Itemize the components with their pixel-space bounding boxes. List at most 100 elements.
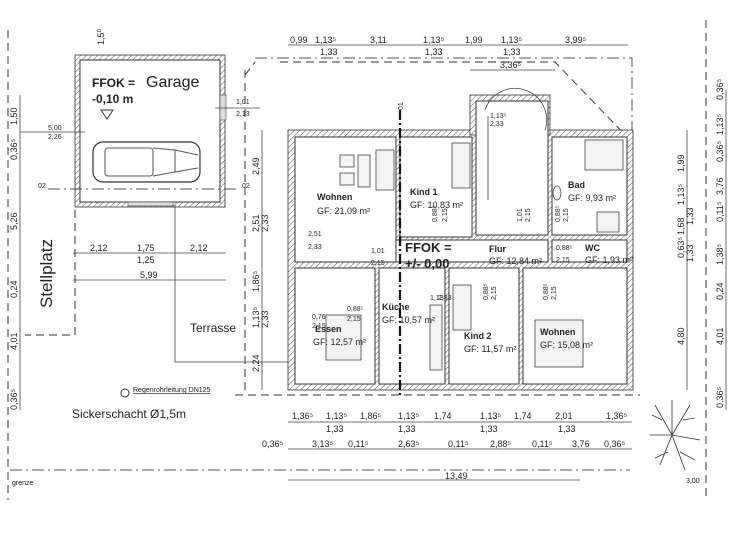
dim-label: 1,13⁵ [251, 306, 261, 328]
tree-size: 3,00 [686, 478, 700, 485]
room-name: Wohnen [317, 192, 352, 202]
dim-label: 1,33 [326, 424, 344, 434]
dim-label: 1,33 [425, 47, 443, 57]
opening-dim: 0,88⁵ [483, 283, 490, 300]
terrace-label: Terrasse [190, 321, 236, 335]
room-area: GF: 15,08 m² [540, 340, 593, 350]
opening-dim: 2,15 [371, 260, 385, 267]
dim-label: 1,33 [503, 47, 521, 57]
room-name: Küche [382, 302, 410, 312]
opening-dim: 1,01 [371, 248, 385, 255]
dim-label: 2,24 [251, 354, 261, 372]
dim-total: 13,49 [445, 471, 468, 481]
parking-dim: 5,99 [140, 270, 158, 280]
room-name: Wohnen [540, 327, 575, 337]
garage-door-height: 2,13 [236, 111, 250, 118]
notes: Regenrohrleitung DN125 Sickerschacht Ø1,… [12, 387, 701, 487]
dim-label: 0,24 [715, 282, 725, 300]
opening-dim: 2,15 [347, 316, 361, 323]
dim-label: 0,36⁵ [9, 388, 19, 410]
dim-label: 3,13⁵ [312, 439, 334, 449]
dim-label: 1,99 [465, 35, 483, 45]
opening-dim: 0,88⁵ [432, 205, 439, 222]
dim-label: 4,80 [676, 327, 686, 345]
section-mark-right: 02 [242, 183, 250, 190]
room-area: GF: 11,57 m² [464, 344, 516, 354]
dim-label: 1,33 [685, 207, 695, 225]
opening-dim: 2,33 [438, 295, 452, 302]
dim-label: 1,74 [434, 411, 452, 421]
parking-dim: 1,25 [137, 255, 155, 265]
parking-label: Stellplatz [37, 239, 56, 308]
dim-label: 1,74 [514, 411, 532, 421]
room-area: GF: 21,09 m² [317, 206, 370, 216]
dim-label: 2,49 [251, 157, 261, 175]
dim-label: 1,13⁵ [398, 411, 420, 421]
dims-top: 0,99 1,13⁵ 1,33 3,11 1,13⁵ 1,33 1,99 1,1… [288, 35, 628, 71]
dim-label: 1,13⁵ [423, 35, 445, 45]
opening-dim: 2,33 [490, 121, 504, 128]
opening-dim: 0,88⁵ [347, 306, 364, 313]
dim-label: 1,13⁵ [315, 35, 337, 45]
dim-label: 1,36⁵ [292, 411, 314, 421]
dim-label: 2,33 [260, 310, 270, 328]
dim-label: 0,36⁵ [604, 439, 626, 449]
opening-dim: 0,88⁵ [543, 283, 550, 300]
ffok-main-label: FFOK = [405, 240, 452, 255]
dim-label: 0,99 [290, 35, 308, 45]
dim-label: 3,76 [715, 177, 725, 195]
dim-label: 2,88⁵ [490, 439, 512, 449]
dim-label: 0,63⁵ [676, 236, 686, 258]
dim-label: 1,33 [320, 47, 338, 57]
dim-label: 1,13⁵ [480, 411, 502, 421]
room-area: GF: 1,93 m² [585, 255, 633, 265]
dim-label: 2,01 [555, 411, 573, 421]
room-labels: Wohnen GF: 21,09 m² Kind 1 GF: 10,83 m² … [313, 180, 633, 354]
garage-ffok: FFOK = [92, 76, 135, 90]
dim-label: 1,86⁵ [360, 411, 382, 421]
opening-dim: 2,33 [308, 244, 322, 251]
garage-door-width: 1,01 [236, 99, 250, 106]
room-name: Kind 1 [410, 187, 438, 197]
dim-label: 1,50 [9, 107, 19, 125]
dim-label: 1,13⁵ [676, 183, 686, 205]
opening-dim: 0,88⁵ [555, 205, 562, 222]
dim-label: 1,13⁵ [501, 35, 523, 45]
dim-label: 1,13⁵ [326, 411, 348, 421]
rain-pipe-icon [120, 388, 130, 398]
dim-label: 3,36⁵ [500, 60, 522, 70]
dim-label: 0,11⁵ [715, 201, 725, 222]
opening-dim: 1,13⁵ [490, 113, 507, 120]
house: 01 [287, 87, 634, 395]
ffok-main-level: +/- 0,00 [405, 256, 449, 271]
garage-dim-a: 5,00 [48, 125, 62, 132]
opening-dim: 0,76 [312, 314, 326, 321]
room-name: WC [585, 243, 600, 253]
opening-dim: 2,15 [312, 323, 326, 330]
dim-label: 0,36⁵ [262, 439, 284, 449]
room-area: GF: 10,83 m² [410, 200, 463, 210]
dim-label: 2,63⁵ [398, 439, 420, 449]
room-name: Essen [315, 324, 342, 334]
dim-label: 1,33 [685, 244, 695, 262]
room-area: GF: 12,57 m² [313, 337, 366, 347]
dim-label: 4,01 [715, 327, 725, 345]
garage-side-door [219, 94, 227, 121]
garage: FFOK = Garage -0,10 m 02 02 1,01 2,13 5,… [20, 54, 260, 208]
dim-label: 0,11⁵ [532, 439, 553, 449]
dim-label: 0,24 [9, 280, 19, 298]
room-name: Flur [489, 244, 506, 254]
dim-label: 0,36⁵ [715, 78, 725, 100]
dim-label: 5,26 [9, 212, 19, 230]
garage-level: -0,10 m [92, 92, 133, 106]
opening-dim: 2,15 [491, 286, 498, 300]
dim-label: 1,68 [676, 217, 686, 235]
car-icon [92, 141, 201, 183]
room-area: GF: 12,84 m² [489, 256, 542, 266]
section-mark-top: 01 [398, 102, 405, 110]
parking-dim: 1,75 [137, 243, 155, 253]
parking-dim: 2,12 [90, 243, 108, 253]
